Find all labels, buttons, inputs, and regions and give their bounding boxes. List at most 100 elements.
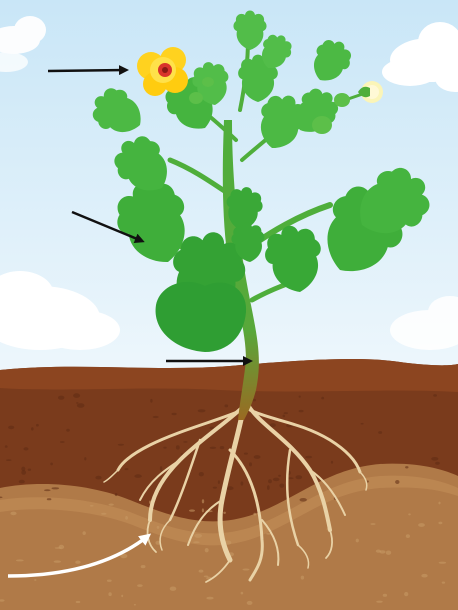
soil-speck: [34, 579, 36, 581]
soil-speck: [206, 597, 213, 600]
soil-speck: [118, 444, 124, 446]
soil-speck: [395, 480, 399, 484]
soil-speck: [299, 396, 301, 398]
soil-speck: [125, 468, 129, 470]
soil-speck: [150, 399, 152, 403]
soil-speck: [176, 445, 180, 449]
soil-speck: [361, 423, 364, 425]
soil-speck: [296, 475, 303, 479]
soil-speck: [406, 534, 410, 538]
soil-speck: [198, 409, 206, 412]
soil-speck: [383, 594, 387, 597]
soil-speck: [408, 513, 411, 515]
soil-speck: [141, 565, 146, 568]
soil-speck: [376, 601, 383, 603]
soil-speck: [301, 576, 304, 580]
soil-speck: [204, 576, 209, 578]
arrow-to-flower: [48, 70, 126, 71]
soil-speck: [125, 516, 128, 520]
soil-speck: [157, 526, 160, 529]
soil-speck: [378, 431, 382, 434]
soil-speck: [386, 551, 391, 555]
soil-speck: [435, 462, 440, 465]
soil-speck: [431, 457, 438, 461]
soil-speck: [10, 512, 16, 516]
soil-speck: [44, 489, 51, 491]
soil-speck: [433, 394, 437, 397]
soil-speck: [73, 393, 80, 398]
soil-speck: [268, 479, 272, 483]
soil-speck: [134, 604, 136, 606]
soil-speck: [77, 403, 85, 408]
soil-speck: [107, 580, 112, 582]
soil-speck: [299, 410, 304, 412]
soil-speck: [163, 447, 166, 449]
soil-speck: [267, 485, 270, 490]
soil-speck: [254, 455, 261, 459]
soil-speck: [199, 472, 204, 476]
soil-speck: [273, 478, 280, 482]
soil-speck: [90, 505, 94, 507]
soil-speck: [170, 587, 177, 591]
flower: [137, 47, 188, 96]
soil-speck: [21, 467, 25, 472]
soil-speck: [54, 560, 61, 562]
soil-speck: [438, 502, 440, 505]
soil-speck: [331, 461, 333, 464]
soil-speck: [108, 592, 111, 596]
soil-speck: [16, 559, 24, 561]
soil-speck: [220, 446, 224, 449]
soil-speck: [6, 459, 12, 461]
soil-speck: [183, 441, 187, 443]
soil-speck: [160, 466, 162, 470]
soil-speck: [284, 412, 288, 414]
soil-speck: [270, 423, 276, 427]
soil-speck: [134, 474, 141, 478]
soil-speck: [193, 541, 200, 543]
soil-speck: [95, 476, 101, 480]
soil-speck: [405, 466, 408, 468]
soil-speck: [84, 457, 86, 460]
soil-speck: [223, 512, 226, 514]
soil-speck: [83, 531, 86, 535]
soil-speck: [442, 582, 445, 584]
soil-speck: [202, 499, 204, 503]
soil-speck: [28, 469, 31, 471]
soil-speck: [321, 397, 324, 400]
soil-speck: [76, 402, 78, 404]
soil-speck: [202, 508, 204, 512]
soil-speck: [5, 445, 8, 448]
soil-speck: [101, 513, 107, 515]
soil-speck: [137, 584, 143, 587]
soil-speck: [205, 548, 209, 552]
soil-speck: [109, 504, 114, 506]
soil-speck: [172, 413, 177, 415]
soil-speck: [243, 569, 250, 571]
soil-speck: [379, 550, 385, 553]
soil-speck: [226, 486, 233, 490]
soil-speck: [418, 523, 425, 527]
soil-speck: [283, 415, 286, 418]
soil-speck: [421, 574, 427, 578]
soil-speck: [19, 480, 25, 484]
soil-speck: [218, 480, 220, 484]
soil-speck: [8, 426, 14, 430]
soil-speck: [225, 404, 229, 407]
soil-speck: [439, 562, 447, 564]
soil-speck: [249, 462, 252, 466]
soil-speck: [404, 592, 408, 596]
soil-speck: [59, 545, 65, 549]
soil-speck: [50, 463, 53, 466]
soil-speck: [66, 429, 70, 432]
soil-speck: [356, 539, 359, 543]
soil-speck: [115, 493, 118, 496]
soil-speck: [370, 523, 375, 525]
soil-speck: [241, 481, 244, 485]
soil-speck: [244, 453, 248, 455]
soil-speck: [75, 561, 80, 564]
soil-speck: [213, 487, 217, 489]
soil-speck: [47, 498, 52, 500]
soil-speck: [438, 522, 442, 525]
soil-speck: [24, 447, 29, 450]
